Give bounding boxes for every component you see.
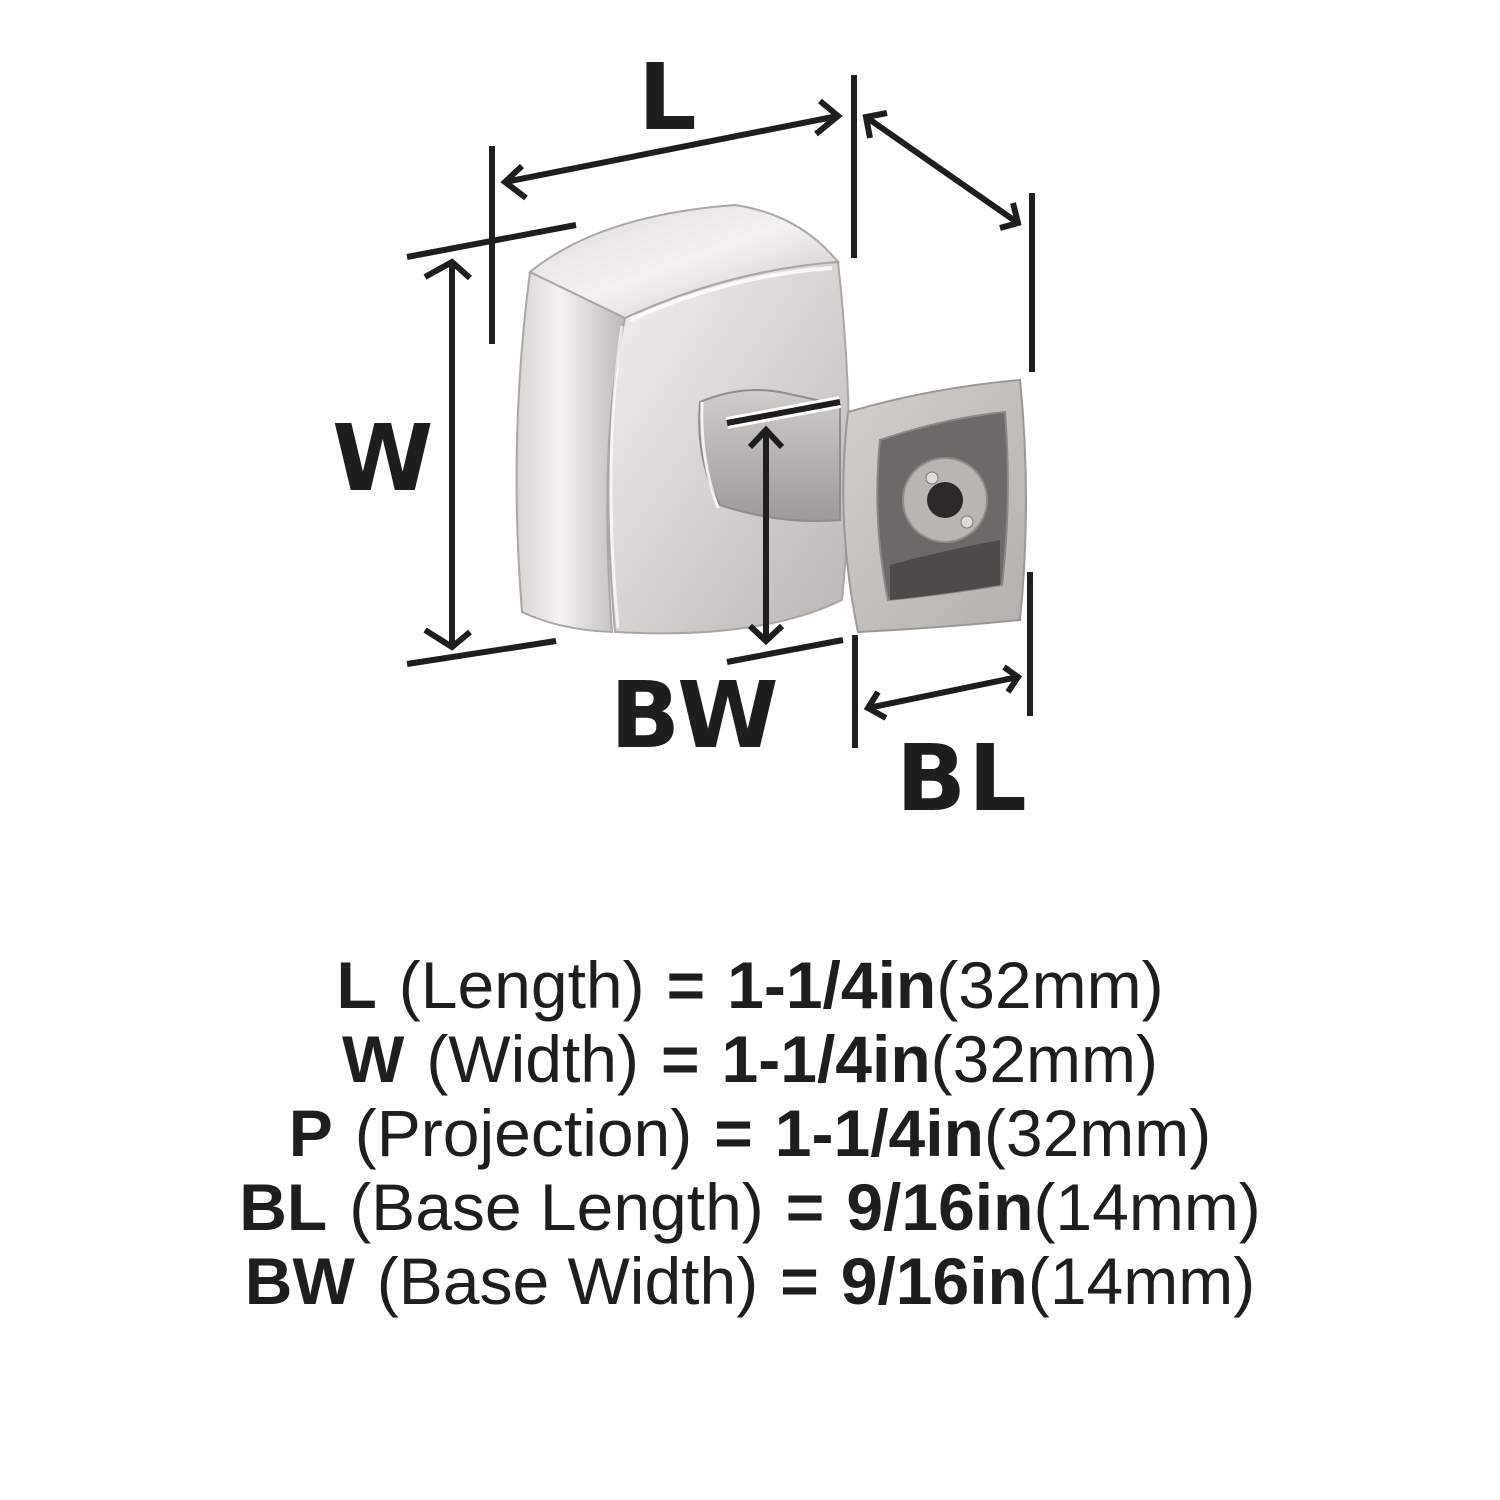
spec-name: (Length) <box>398 948 645 1022</box>
bw-marker <box>726 399 841 426</box>
spec-name: (Base Length) <box>349 1170 764 1244</box>
knob-illustration <box>406 75 1035 748</box>
knob-base <box>842 378 1027 634</box>
spec-imperial: 1-1/4in <box>721 1022 931 1096</box>
spec-row-projection: P (Projection) = 1-1/4in (32mm) <box>0 1096 1500 1170</box>
spec-equals: = <box>666 948 706 1022</box>
dimension-label-width: W <box>332 405 436 512</box>
spec-metric: (32mm) <box>983 1096 1212 1170</box>
spec-metric: (32mm) <box>930 1022 1158 1096</box>
spec-name: (Width) <box>426 1022 639 1096</box>
spec-equals: = <box>785 1170 825 1244</box>
spec-row-base-width: BW (Base Width) = 9/16in (14mm) <box>0 1244 1500 1318</box>
spec-metric: (14mm) <box>1033 1170 1261 1244</box>
spec-imperial: 1-1/4in <box>727 948 937 1022</box>
screw-hole <box>927 482 963 518</box>
spec-metric: (14mm) <box>1027 1244 1256 1318</box>
spec-imperial: 1-1/4in <box>774 1096 984 1170</box>
spec-equals: = <box>714 1096 753 1170</box>
spec-row-length: L (Length) = 1-1/4in (32mm) <box>0 948 1500 1022</box>
spec-imperial: 9/16in <box>840 1244 1028 1318</box>
dimension-label-base-length: BL <box>896 725 1029 832</box>
spec-imperial: 9/16in <box>846 1170 1034 1244</box>
dimension-lines <box>406 75 1035 748</box>
spec-code: P <box>288 1096 333 1170</box>
spec-code: L <box>336 948 377 1022</box>
spec-row-base-length: BL (Base Length) = 9/16in (14mm) <box>0 1170 1500 1244</box>
pin <box>960 515 974 529</box>
spec-metric: (32mm) <box>936 948 1164 1022</box>
spec-code: BL <box>239 1170 328 1244</box>
spec-name: (Base Width) <box>376 1244 759 1318</box>
pin <box>925 471 939 485</box>
spec-row-width: W (Width) = 1-1/4in (32mm) <box>0 1022 1500 1096</box>
spec-equals: = <box>661 1022 700 1096</box>
dimension-diagram: L W BW BL <box>332 44 1035 832</box>
dimension-specs-list: L (Length) = 1-1/4in (32mm) W (Width) = … <box>0 948 1500 1318</box>
spec-name: (Projection) <box>354 1096 693 1170</box>
dimension-label-length: L <box>638 44 699 151</box>
spec-code: W <box>342 1022 405 1096</box>
spec-equals: = <box>780 1244 819 1318</box>
dimension-label-base-width: BW <box>610 662 781 769</box>
spec-code: BW <box>244 1244 355 1318</box>
